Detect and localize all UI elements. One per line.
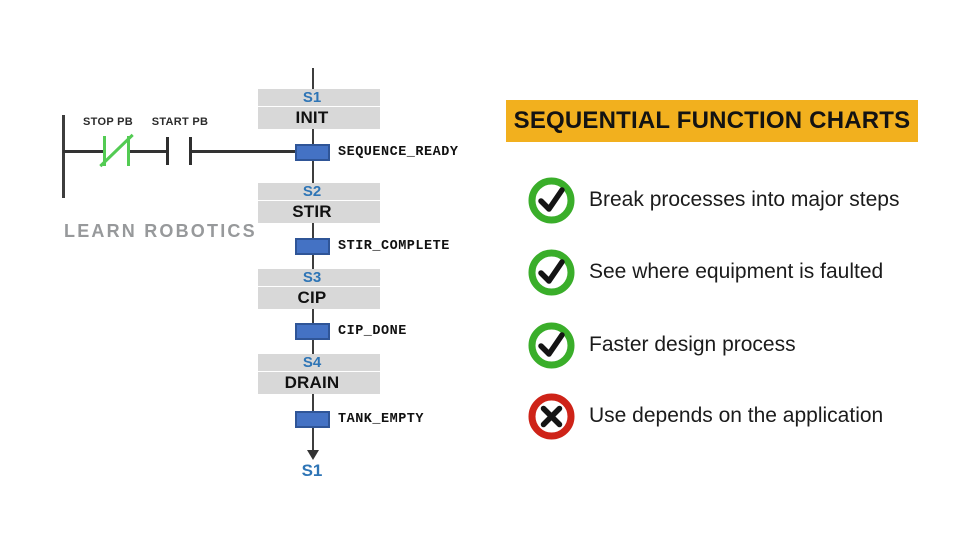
nc-contact-icon <box>103 136 106 166</box>
check-icon <box>528 177 575 224</box>
step-id-bar: S1 <box>258 89 380 106</box>
step-id-bar: S2 <box>258 183 380 200</box>
step-name-bar: STIR <box>258 201 380 223</box>
no-contact-icon <box>166 137 169 165</box>
cross-icon <box>528 393 575 440</box>
list-item: See where equipment is faulted <box>528 248 948 296</box>
contact-label: START PB <box>151 116 209 128</box>
list-item-text: Use depends on the application <box>589 404 884 427</box>
step-name-bar: INIT <box>258 107 380 129</box>
transition-label: STIR_COMPLETE <box>338 239 450 254</box>
watermark-text: LEARN ROBOTICS <box>64 221 257 241</box>
transition-box <box>295 323 330 340</box>
sfc-entry-line <box>312 68 314 89</box>
contact-label: STOP PB <box>83 116 133 128</box>
nc-contact-icon <box>127 136 130 166</box>
sfc-connector <box>312 161 314 183</box>
transition-box <box>295 144 330 161</box>
rung-wire <box>63 150 105 153</box>
list-item-text: See where equipment is faulted <box>589 260 884 283</box>
transition-box <box>295 238 330 255</box>
transition-label: TANK_EMPTY <box>338 412 425 427</box>
loop-arrow-line <box>312 428 314 451</box>
page-title: SEQUENTIAL FUNCTION CHARTS <box>513 107 911 134</box>
sfc-connector <box>312 309 314 323</box>
list-item-text: Break processes into major steps <box>589 188 900 211</box>
rung-wire <box>191 150 295 153</box>
sfc-connector <box>312 223 314 238</box>
loop-target-label: S1 <box>301 461 323 480</box>
transition-label: CIP_DONE <box>338 324 407 339</box>
step-id-bar: S4 <box>258 354 380 371</box>
ladder-power-rail <box>62 115 65 198</box>
no-contact-icon <box>189 137 192 165</box>
list-item: Break processes into major steps <box>528 176 948 224</box>
list-item-text: Faster design process <box>589 333 796 356</box>
step-name-bar: DRAIN <box>258 372 380 394</box>
list-item: Use depends on the application <box>528 392 948 440</box>
sfc-connector <box>312 255 314 269</box>
step-name-bar: CIP <box>258 287 380 309</box>
arrow-down-icon <box>307 450 319 460</box>
step-id-bar: S3 <box>258 269 380 286</box>
check-icon <box>528 249 575 296</box>
rung-wire <box>129 150 167 153</box>
sfc-connector <box>312 129 314 144</box>
check-icon <box>528 322 575 369</box>
transition-label: SEQUENCE_READY <box>338 145 459 160</box>
sfc-connector <box>312 394 314 411</box>
title-banner: SEQUENTIAL FUNCTION CHARTS <box>506 100 918 142</box>
sfc-connector <box>312 340 314 354</box>
transition-box <box>295 411 330 428</box>
list-item: Faster design process <box>528 321 948 369</box>
